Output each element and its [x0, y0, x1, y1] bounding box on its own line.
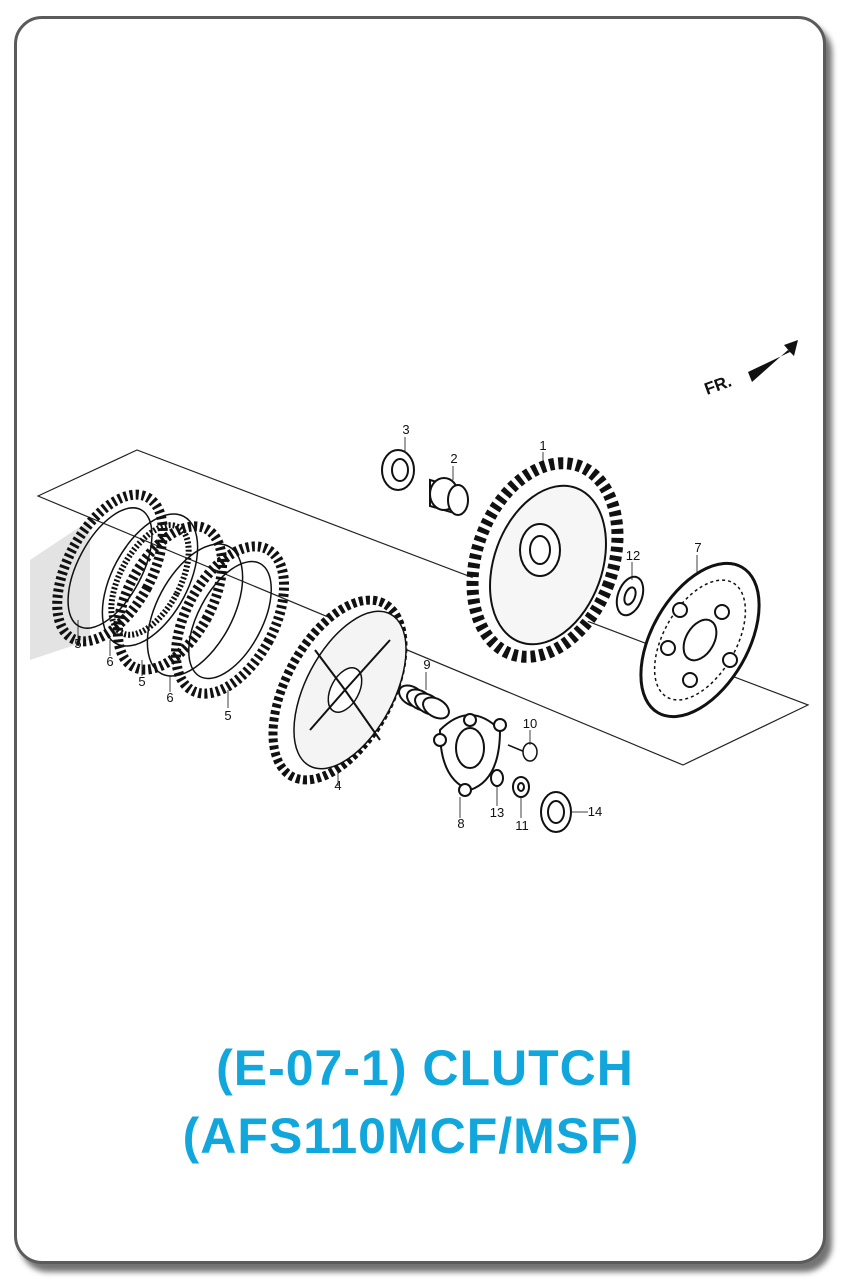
leader-lines [77, 437, 698, 818]
nut [512, 776, 530, 798]
clutch-spring [398, 684, 450, 720]
clutch-plate-stack [52, 489, 290, 699]
washer [490, 769, 504, 787]
callout-11: 11 [515, 818, 529, 833]
callout-8: 8 [457, 816, 464, 831]
callout-12: 12 [626, 548, 640, 563]
callout-5-b: 5 [138, 674, 145, 689]
callout-7: 7 [694, 540, 701, 555]
clutch-center [639, 561, 761, 719]
callout-5-a: 5 [74, 636, 81, 651]
callout-14: 14 [588, 804, 602, 819]
clutch-outer [466, 457, 624, 663]
callout-6-a: 6 [106, 654, 113, 669]
callout-3: 3 [402, 422, 409, 437]
callout-4: 4 [334, 778, 341, 793]
callout-5-c: 5 [224, 708, 231, 723]
front-direction-arrow: FR. [702, 340, 798, 399]
callout-2: 2 [450, 451, 457, 466]
collar [381, 449, 415, 491]
assembly-outline [36, 449, 810, 766]
callout-1: 1 [539, 438, 546, 453]
callout-6-b: 6 [166, 690, 173, 705]
thrust-washer [615, 575, 645, 617]
diagram-subtitle: (AFS110MCF/MSF) [182, 1108, 640, 1164]
callout-9: 9 [423, 657, 430, 672]
callout-13: 13 [490, 805, 504, 820]
needle-bearing [429, 477, 469, 516]
bearing [540, 791, 572, 833]
pressure-plate [268, 595, 408, 785]
bolt [507, 742, 538, 762]
diagram-title: (E-07-1) CLUTCH [216, 1040, 634, 1096]
fr-label: FR. [702, 372, 734, 399]
callout-10: 10 [523, 716, 537, 731]
lifter-plate [433, 713, 507, 797]
